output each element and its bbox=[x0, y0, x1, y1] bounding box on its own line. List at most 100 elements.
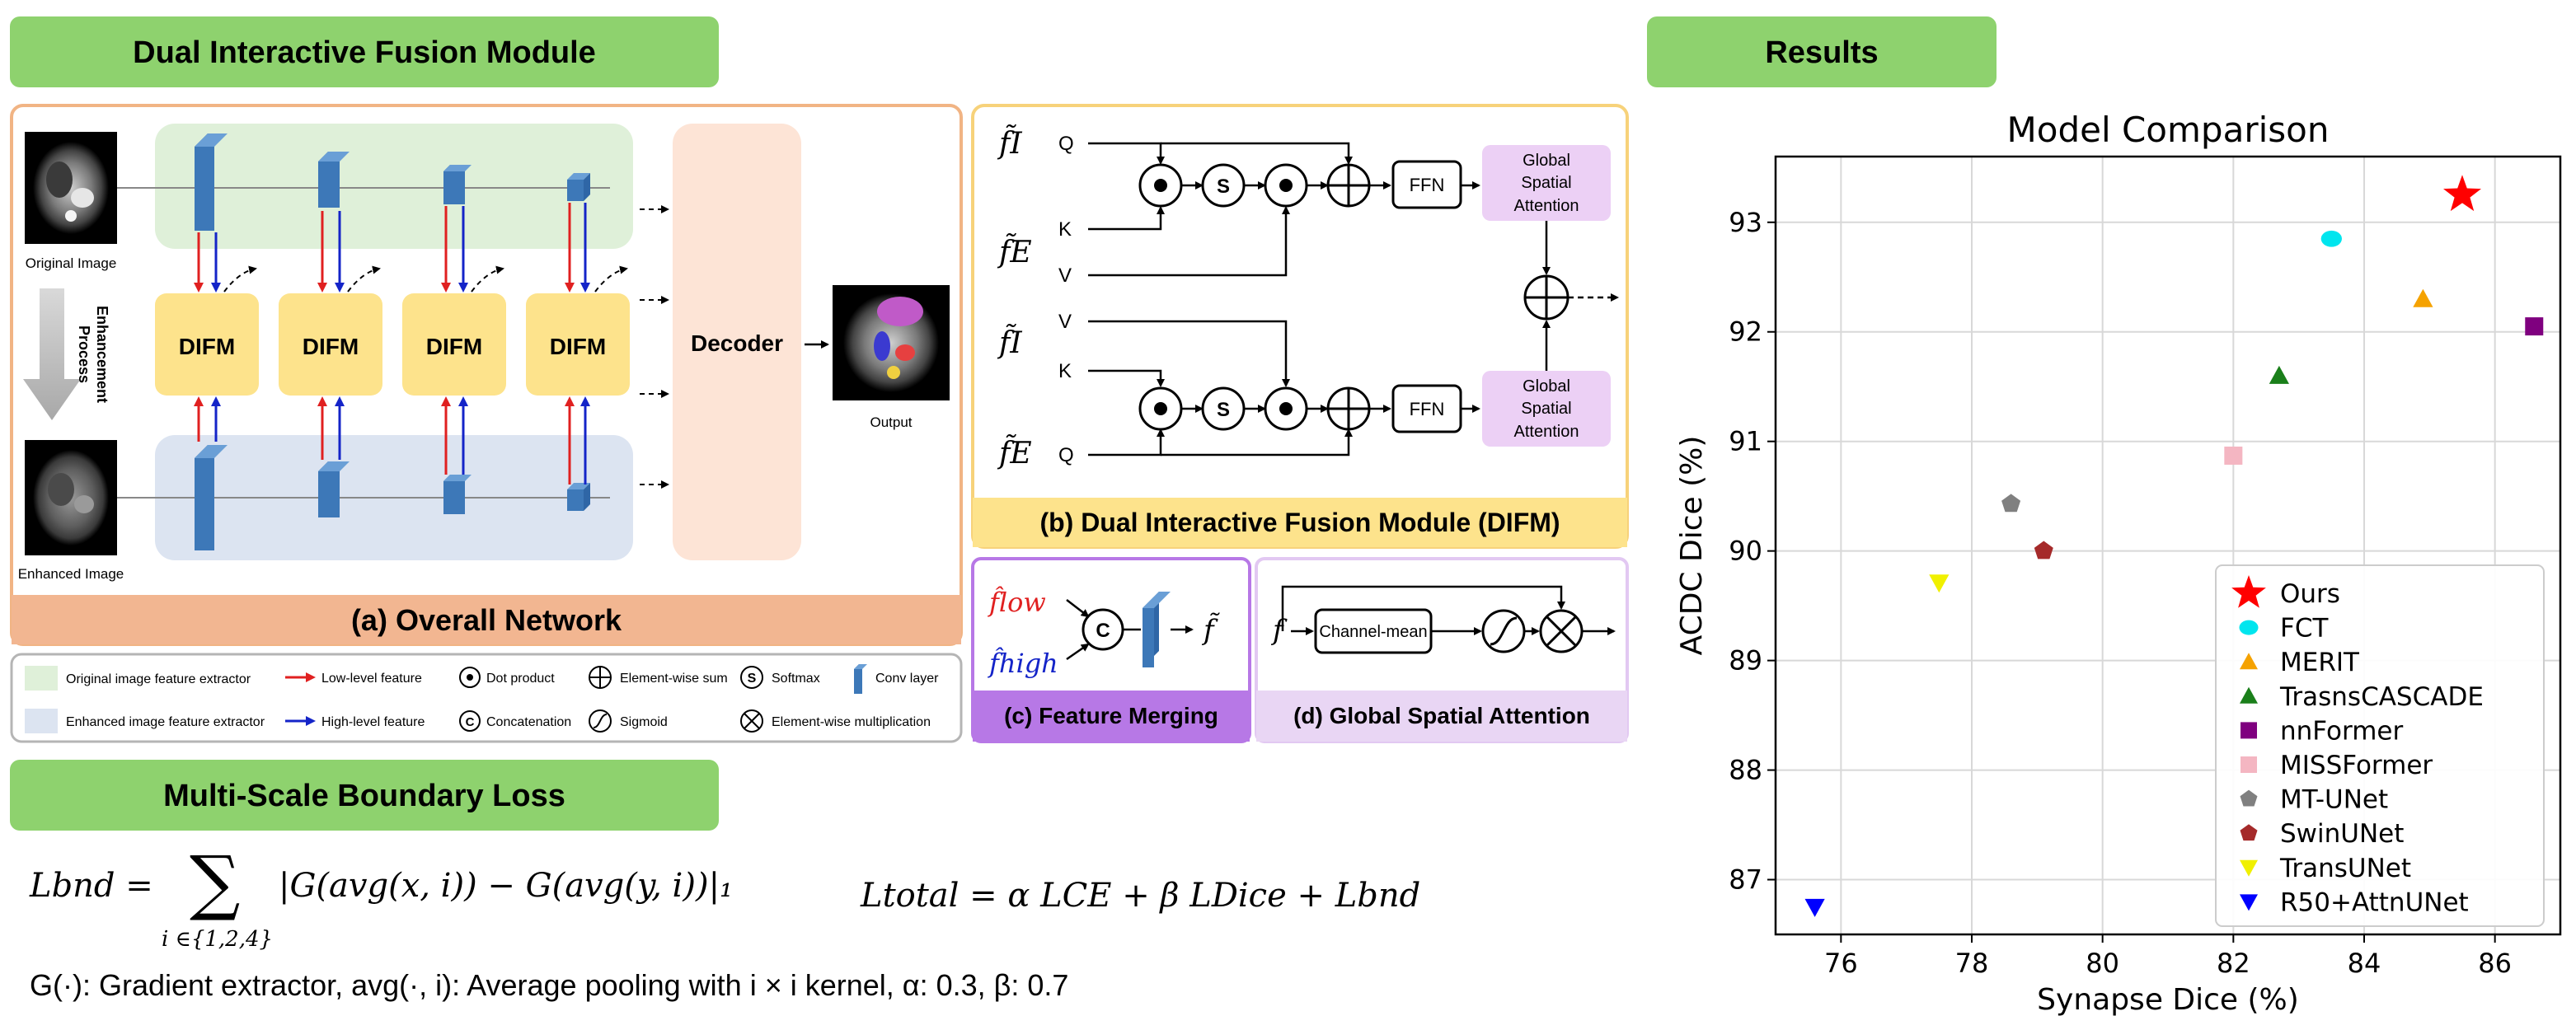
difm-label-4: DIFM bbox=[550, 334, 606, 359]
legend-conv-icon bbox=[854, 664, 867, 694]
x-tick-label: 82 bbox=[2217, 948, 2250, 979]
original-image-label: Original Image bbox=[26, 255, 117, 271]
channel-mean-block: Channel-mean bbox=[1319, 623, 1427, 641]
enhancement-arrow-icon bbox=[23, 288, 81, 420]
legend-label-missformer: MISSFormer bbox=[2280, 751, 2433, 780]
point-merit bbox=[2413, 288, 2433, 307]
original-ct-image bbox=[25, 132, 117, 244]
gsa-top-line3: Attention bbox=[1514, 197, 1579, 215]
legend-original-label: Original image feature extractor bbox=[66, 672, 251, 686]
legend-label-r50-attnunet: R50+AttnUNet bbox=[2280, 887, 2469, 917]
legend-dot-label: Dot product bbox=[486, 672, 555, 686]
legend-sum-label: Element-wise sum bbox=[620, 672, 728, 686]
legend-sigmoid-icon bbox=[589, 709, 612, 733]
difm-block-1 bbox=[155, 293, 259, 396]
legend-marker-nnformer bbox=[2241, 722, 2257, 739]
difm-block-3 bbox=[402, 293, 506, 396]
enhancement-label: Enhancement bbox=[94, 306, 110, 403]
sigmoid-icon bbox=[1481, 609, 1526, 653]
merging-caption: (c) Feature Merging bbox=[1004, 703, 1218, 728]
gsa-top-line1: Global bbox=[1523, 152, 1570, 170]
x-tick-label: 78 bbox=[1955, 948, 1989, 979]
point-trasnscascade bbox=[2269, 365, 2289, 384]
legend-sigmoid-label: Sigmoid bbox=[620, 715, 668, 729]
legend-marker-trasnscascade bbox=[2240, 686, 2258, 704]
legend-label-nnformer: nnFormer bbox=[2280, 716, 2403, 746]
y-tick-label: 87 bbox=[1729, 864, 1762, 896]
legend-marker-r50-attnunet bbox=[2240, 894, 2258, 911]
f-e-label-top: f̃E bbox=[997, 234, 1032, 269]
loss-note: G(·): Gradient extractor, avg(·, i): Ave… bbox=[30, 968, 1068, 1002]
q-label-top: Q bbox=[1058, 133, 1074, 155]
gsa-block-bottom bbox=[1482, 371, 1611, 447]
legend-conv-label: Conv layer bbox=[875, 672, 939, 686]
f-i-label-top: f̃I bbox=[997, 125, 1022, 161]
x-tick-label: 76 bbox=[1824, 948, 1858, 979]
q-label-bottom: Q bbox=[1058, 444, 1074, 466]
k-label-top: K bbox=[1058, 218, 1072, 241]
process-label: Process bbox=[76, 325, 92, 383]
point-swinunet bbox=[2034, 541, 2053, 559]
legend-concat-icon: C bbox=[459, 710, 481, 732]
legend-label-mt-unet: MT-UNet bbox=[2280, 785, 2388, 815]
legend-concat-label: Concatenation bbox=[486, 715, 571, 729]
sum-symbol: ∑ bbox=[190, 841, 240, 924]
results-header-title: Results bbox=[1765, 35, 1878, 70]
point-mt-unet bbox=[2001, 494, 2021, 513]
legend-label-swinunet: SwinUNet bbox=[2280, 819, 2404, 849]
enhanced-ct-image bbox=[25, 440, 117, 555]
legend-marker-fct bbox=[2239, 620, 2259, 635]
gsa-bottom-line1: Global bbox=[1523, 377, 1570, 396]
point-fct bbox=[2320, 230, 2342, 247]
loss-eq1-body: |G(avg(x, i)) − G(avg(y, i))|₁ bbox=[279, 867, 733, 905]
point-ours bbox=[2443, 175, 2481, 212]
f-i-label-bottom: f̃I bbox=[997, 325, 1022, 360]
loss-eq1-lhs: Lbnd = bbox=[29, 867, 153, 905]
merging-conv-icon bbox=[1143, 592, 1171, 667]
point-nnformer bbox=[2525, 317, 2544, 336]
chart-legend: OursFCTMERITTrasnsCASCADEnnFormerMISSFor… bbox=[2215, 564, 2545, 927]
gsa-top-line2: Spatial bbox=[1521, 174, 1571, 192]
difm-output-sum bbox=[1523, 221, 1619, 371]
legend-sum-icon bbox=[589, 666, 612, 689]
legend-marker-merit bbox=[2240, 653, 2258, 670]
x-tick-label: 86 bbox=[2478, 948, 2512, 979]
gsa-panel: (d) Global Spatial Attention f Channel-m… bbox=[1255, 557, 1629, 743]
y-tick-label: 93 bbox=[1729, 207, 1762, 238]
difm-block-2 bbox=[279, 293, 382, 396]
feature-merging-panel: (c) Feature Merging f̂low f̂high C f̃ bbox=[971, 557, 1251, 743]
conv-layers-enhanced bbox=[195, 445, 590, 550]
loss-equations: Lbnd = ∑ i ∈{1,2,4} |G(avg(x, i)) − G(av… bbox=[29, 841, 1420, 1002]
x-tick-label: 84 bbox=[2348, 948, 2381, 979]
header-results: Results bbox=[1647, 16, 1997, 87]
legend-high-label: High-level feature bbox=[321, 715, 425, 729]
legend-marker-mt-unet bbox=[2240, 789, 2258, 807]
legend-enhanced-label: Enhanced image feature extractor bbox=[66, 715, 265, 729]
legend-marker-missformer bbox=[2241, 756, 2257, 773]
legend-label-merit: MERIT bbox=[2280, 648, 2360, 677]
legend-marker-swinunet bbox=[2240, 824, 2258, 841]
y-tick-label: 90 bbox=[1729, 536, 1762, 567]
f-low-label: f̂low bbox=[988, 586, 1046, 618]
gsa-caption: (d) Global Spatial Attention bbox=[1293, 703, 1590, 728]
header-loss: Multi-Scale Boundary Loss bbox=[10, 760, 719, 831]
svg-text:C: C bbox=[466, 715, 475, 729]
f-e-label-bottom: f̃E bbox=[997, 435, 1032, 471]
legend-label-trasnscascade: TrasnsCASCADE bbox=[2279, 682, 2484, 712]
y-tick-label: 91 bbox=[1729, 426, 1762, 457]
chart-frame bbox=[1774, 155, 2562, 936]
loss-eq1-sum-index: i ∈{1,2,4} bbox=[162, 927, 273, 952]
legend-label-transunet: TransUNet bbox=[2279, 854, 2411, 883]
difm-block-4 bbox=[526, 293, 630, 396]
difm-caption: (b) Dual Interactive Fusion Module (DIFM… bbox=[1039, 508, 1560, 537]
concat-label: C bbox=[1096, 620, 1110, 642]
conv-layers-original bbox=[195, 133, 590, 231]
gsa-bottom-line3: Attention bbox=[1514, 423, 1579, 441]
feature-arrows bbox=[194, 203, 669, 489]
output-label: Output bbox=[870, 414, 912, 430]
legend-label-fct: FCT bbox=[2280, 614, 2329, 644]
chart-x-label: Synapse Dice (%) bbox=[2037, 983, 2299, 1017]
point-transunet bbox=[1929, 574, 1950, 593]
